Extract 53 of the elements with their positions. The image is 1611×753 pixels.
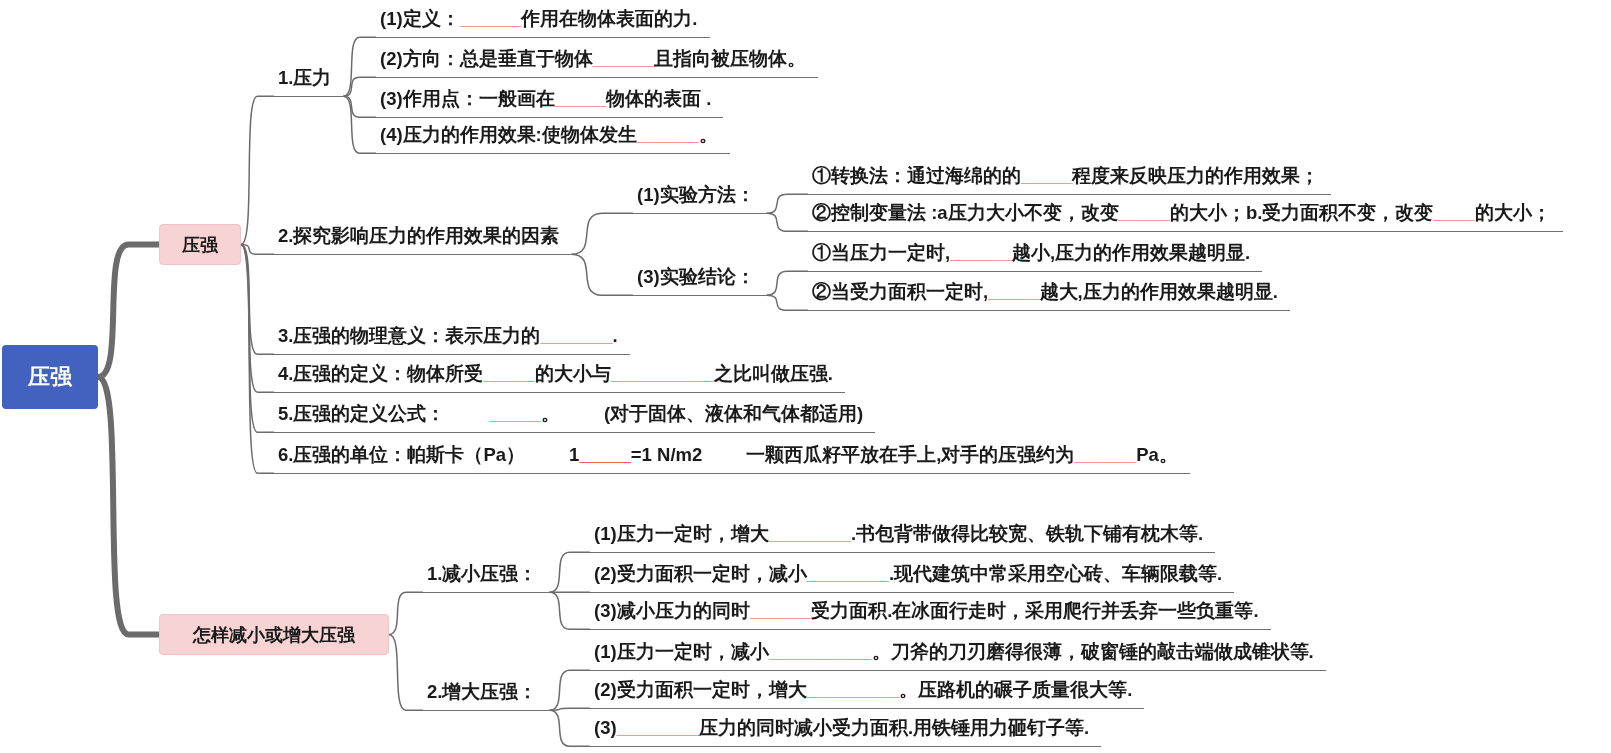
branch-connector (548, 707, 591, 711)
branch-connector (765, 294, 809, 311)
central-topic-box (2, 345, 98, 409)
topic-text: 1.减小压强： (427, 563, 538, 584)
topic-text: (2)方向：总是垂直于物体______且指向被压物体。 (380, 48, 807, 69)
topic-text: 5.压强的定义公式： (278, 403, 446, 424)
topic-text: (3)作用点：一般画在_____物体的表面 . (380, 88, 712, 109)
branch-connector (240, 95, 275, 246)
topic-text: ①当压力一定时,______越小,压力的作用效果越明显. (812, 242, 1251, 263)
topic-text: 6.压强的单位：帕斯卡（Pa） (278, 444, 526, 465)
branch-connector (765, 212, 809, 232)
topic-text: 怎样减小或增大压强 (193, 623, 355, 647)
branch-connector (765, 193, 809, 214)
topic-text: (3)________压力的同时减小受力面积.用铁锤用力砸钉子等. (594, 717, 1090, 738)
main-topic-box (159, 224, 241, 265)
branch-connector (240, 243, 275, 255)
branch-connector (240, 243, 275, 393)
branch-connector (388, 633, 424, 711)
topic-text: (1)定义：______作用在物体表面的力. (380, 8, 698, 29)
topic-text: (2)受力面积一定时，增大_________。压路机的碾子质量很大等. (594, 679, 1133, 700)
branch-connector (570, 253, 634, 296)
topic-text: (1)压力一定时，增大________.书包背带做得比较宽、铁轨下铺有枕木等. (594, 523, 1204, 544)
topic-text: 2.探究影响压力的作用效果的因素 (278, 225, 560, 246)
topic-text: 3.压强的物理意义：表示压力的_______. (278, 325, 618, 346)
topic-text: ②当受力面积一定时,_____越大,压力的作用效果越明显. (812, 281, 1278, 302)
topic-text: 压强 (182, 233, 218, 257)
branch-connector (765, 270, 809, 296)
topic-text: (4)压力的作用效果:使物体发生______。 (380, 124, 718, 145)
branch-connector (342, 76, 377, 97)
topic-text: 压强 (28, 363, 72, 391)
branch-connector (548, 551, 591, 593)
branch-connector (548, 709, 591, 747)
topic-text: 1.压力 (278, 67, 332, 88)
branch-connector (388, 591, 424, 636)
topic-text: 一颗西瓜籽平放在手上,对手的压强约为______Pa。 (746, 444, 1178, 465)
branch-connector (342, 95, 377, 154)
topic-text: (对于固体、液体和气体都适用) (603, 403, 864, 424)
topic-text: 2.增大压强： (427, 681, 538, 702)
branch-connector (570, 212, 634, 255)
branch-connector (240, 243, 275, 474)
branch-connector (96, 374, 159, 638)
topic-text: 4.压强的定义：物体所受_____的大小与__________之比叫做压强. (278, 363, 833, 384)
topic-text: 1_____=1 N/m2 (569, 444, 703, 465)
topic-text: (2)受力面积一定时，减小________.现代建筑中常采用空心砖、车辆限载等. (594, 563, 1223, 584)
topic-text: (3)减小压力的同时______受力面积.在冰面行走时，采用爬行并丢弃一些负重等. (594, 600, 1259, 621)
branch-connector (548, 591, 591, 630)
topic-text: (1)实验方法： (637, 184, 755, 205)
topic-text: ②控制变量法 :a压力大小不变，改变_____的大小；b.受力面积不变，改变____的大小； (812, 202, 1551, 223)
topic-text: (3)实验结论： (637, 266, 755, 287)
topic-text: (1)压力一定时，减小__________。刀斧的刀刃磨得很薄，破窗锤的敲击端做成锥状等. (594, 641, 1314, 662)
main-topic-box (159, 614, 389, 655)
topic-text: ①转换法：通过海绵的的_____程度来反映压力的作用效果； (812, 165, 1320, 186)
topic-text: _____。 (489, 403, 560, 424)
